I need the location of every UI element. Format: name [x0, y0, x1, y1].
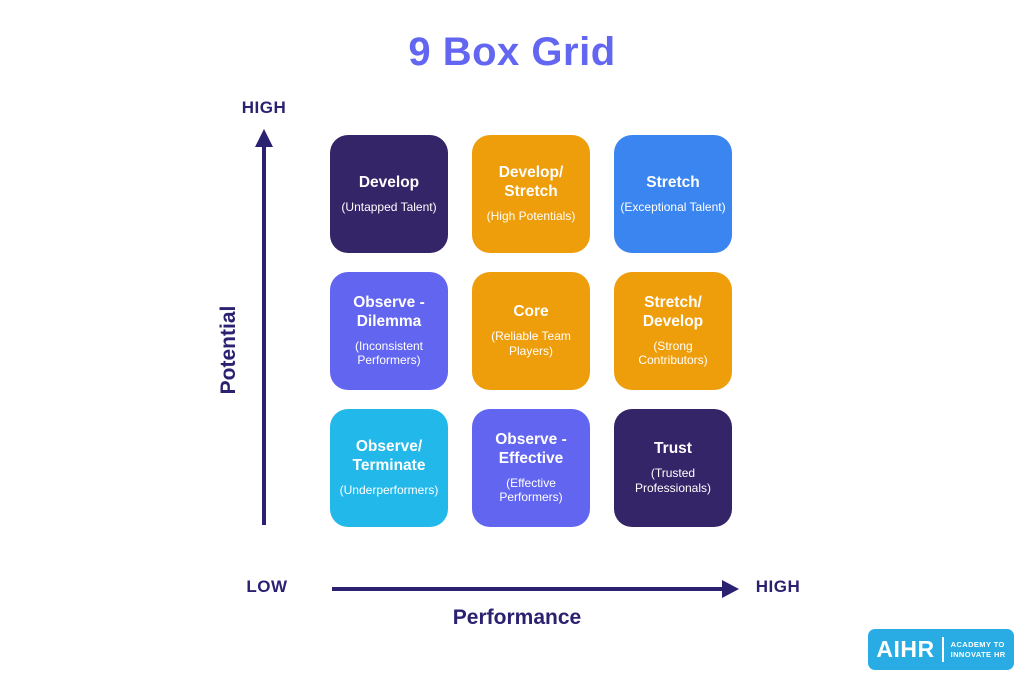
cell-subtitle: (Trusted Professionals) — [634, 466, 712, 495]
x-axis-title: Performance — [452, 606, 582, 629]
y-axis-arrow-up-icon — [255, 129, 273, 147]
cell-subtitle: (Exceptional Talent) — [620, 199, 726, 214]
cell-title: Stretch — [646, 173, 700, 191]
logo-divider — [941, 637, 944, 662]
nine-box-grid: Develop (Untapped Talent) Develop/ Stret… — [330, 135, 732, 527]
aihr-logo-tagline: ACADEMY TO INNOVATE HR — [951, 640, 1006, 660]
x-axis-arrow-line — [332, 587, 724, 591]
cell-title: Trust — [654, 440, 692, 458]
cell-subtitle: (Reliable Team Players) — [491, 329, 571, 358]
y-axis-high-label: HIGH — [241, 98, 287, 117]
y-axis-title: Potential — [217, 305, 240, 395]
x-axis-high-label: HIGH — [755, 577, 801, 596]
x-axis-low-label: LOW — [246, 577, 288, 596]
y-axis-arrow-line — [262, 145, 266, 525]
grid-cell-develop-stretch: Develop/ Stretch (High Potentials) — [472, 135, 590, 253]
cell-subtitle: (High Potentials) — [486, 209, 576, 224]
grid-cell-observe-effective: Observe - Effective (Effective Performer… — [472, 409, 590, 527]
x-axis-arrow-right-icon — [722, 580, 739, 598]
page-title: 9 Box Grid — [408, 30, 616, 74]
cell-subtitle: (Strong Contributors) — [638, 338, 708, 368]
grid-cell-stretch-develop: Stretch/ Develop (Strong Contributors) — [614, 272, 732, 390]
cell-subtitle: (Inconsistent Performers) — [354, 338, 424, 368]
cell-title: Observe/ Terminate — [352, 438, 426, 475]
cell-title: Stretch/ Develop — [642, 293, 704, 330]
grid-cell-stretch: Stretch (Exceptional Talent) — [614, 135, 732, 253]
cell-title: Observe - Dilemma — [353, 293, 425, 330]
grid-cell-trust: Trust (Trusted Professionals) — [614, 409, 732, 527]
cell-title: Core — [513, 303, 549, 321]
aihr-logo: AIHR ACADEMY TO INNOVATE HR — [868, 629, 1014, 670]
grid-cell-develop: Develop (Untapped Talent) — [330, 135, 448, 253]
cell-subtitle: (Untapped Talent) — [341, 199, 437, 214]
grid-cell-observe-terminate: Observe/ Terminate (Underperformers) — [330, 409, 448, 527]
cell-title: Observe - Effective — [495, 430, 567, 467]
aihr-logo-tagline-line2: INNOVATE HR — [950, 649, 1006, 659]
aihr-logo-tagline-line1: ACADEMY TO — [950, 639, 1005, 649]
cell-title: Develop/ Stretch — [498, 164, 564, 201]
grid-cell-core: Core (Reliable Team Players) — [472, 272, 590, 390]
cell-subtitle: (Underperformers) — [339, 483, 439, 498]
cell-title: Develop — [358, 173, 420, 191]
cell-subtitle: (Effective Performers) — [499, 475, 563, 505]
grid-cell-observe-dilemma: Observe - Dilemma (Inconsistent Performe… — [330, 272, 448, 390]
aihr-logo-wordmark: AIHR — [876, 636, 935, 662]
